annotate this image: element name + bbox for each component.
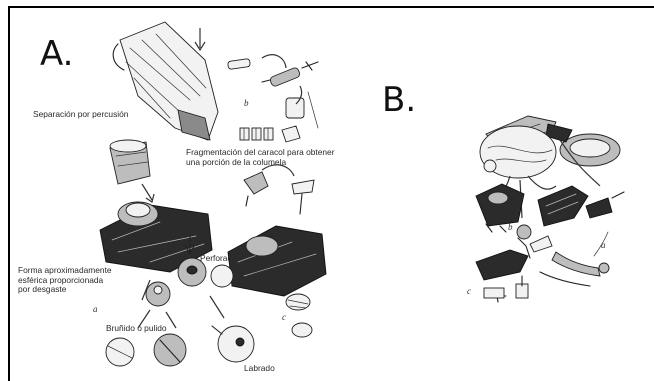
panel-b-letter: B. (382, 80, 416, 120)
panel-b-arrow-right (528, 176, 556, 189)
panel-b-letter-b: b (508, 222, 513, 232)
panel-b-center-block (538, 186, 588, 226)
panel-b-elongated-pieces (530, 236, 609, 286)
panel-b-bead-small (517, 225, 531, 239)
panel-b-lower-stone (476, 238, 530, 302)
panel-b-letter-c: c (467, 286, 471, 296)
panel-b-letter-a: a (601, 240, 606, 250)
